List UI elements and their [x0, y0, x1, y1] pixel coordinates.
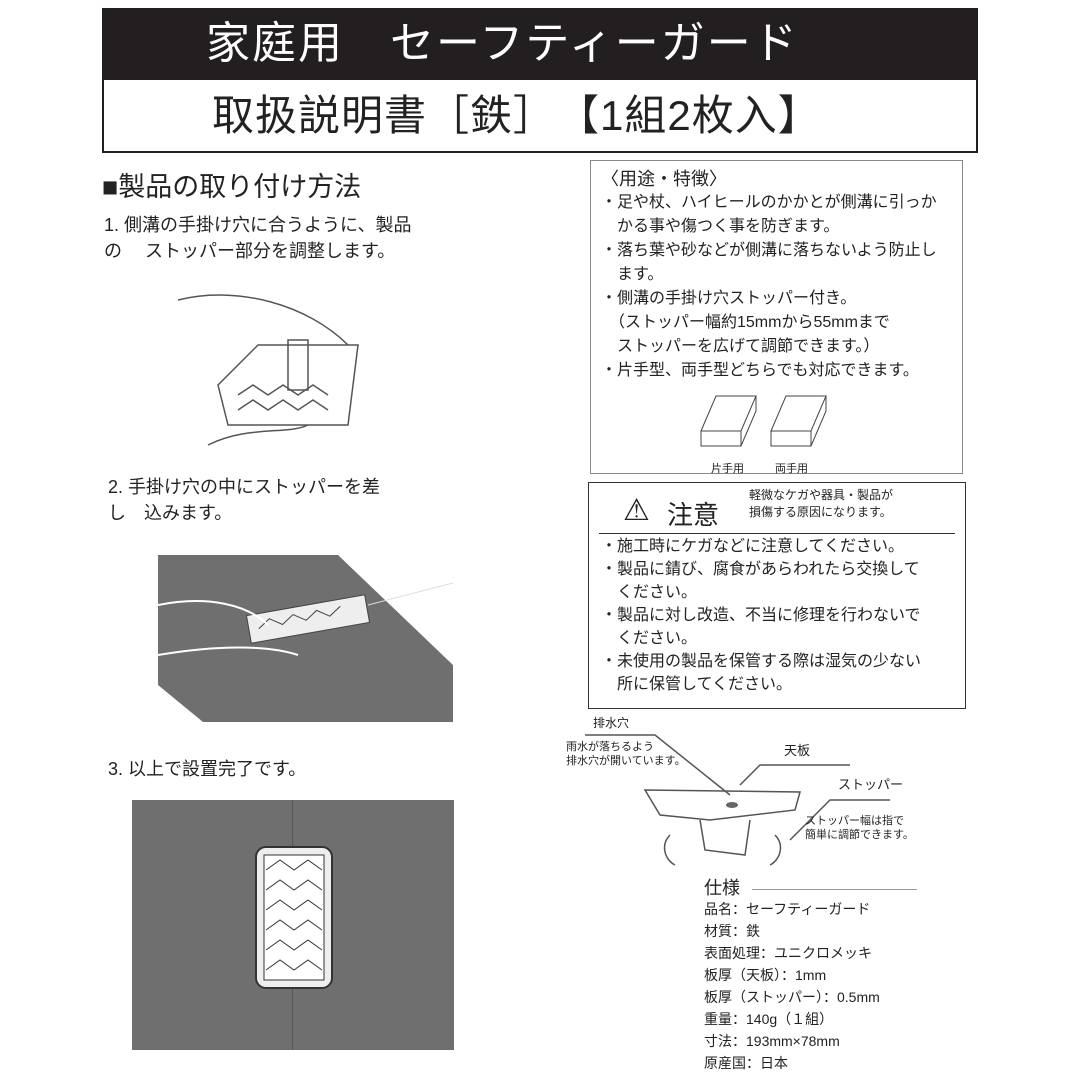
- type-one-hand: 片手用: [711, 463, 744, 475]
- caution-title: 注意: [667, 500, 720, 530]
- caution-line: ・施工時にケガなどに注意してください。: [601, 538, 905, 555]
- step-1-line: 1. 側溝の手掛け穴に合うように、製品: [104, 215, 412, 235]
- caution-note: 軽微なケガや器具・製品が 損傷する原因になります。: [749, 487, 893, 521]
- guard-types-illustration: [700, 395, 827, 447]
- product-diagram: [585, 734, 890, 866]
- caution-box: ⚠ 注意 軽微なケガや器具・製品が 損傷する原因になります。 ・施工時にケガなど…: [588, 482, 966, 709]
- caution-note-line: 軽微なケガや器具・製品が: [749, 488, 894, 502]
- spec-line: 板厚（ストッパー）：0.5mm: [704, 989, 880, 1005]
- features-heading: 〈用途・特徴〉: [601, 169, 727, 189]
- step-2-line: し 込みます。: [108, 503, 233, 523]
- feature-line: ・側溝の手掛け穴ストッパー付き。: [601, 290, 857, 307]
- type-two-hand: 両手用: [775, 463, 808, 475]
- caution-line: ・製品に錆び、腐食があらわれたら交換して: [601, 561, 920, 578]
- step-2-illustration: [158, 555, 453, 722]
- step-1: 1. 側溝の手掛け穴に合うように、製品 の ストッパー部分を調整します。: [104, 212, 411, 264]
- drain-hole-label: 排水穴: [593, 716, 630, 730]
- drain-note-line: 排水穴が開いています。: [566, 755, 686, 767]
- feature-line: ・片手型、両手型どちらでも対応できます。: [601, 362, 919, 379]
- drain-note-line: 雨水が落ちるよう: [566, 741, 654, 753]
- features-box: 〈用途・特徴〉 ・足や杖、ハイヒールのかかとが側溝に引っか かる事や傷つく事を防…: [590, 160, 963, 475]
- feature-line: （ストッパー幅約15mmから55mmまで: [601, 314, 890, 331]
- feature-line: ・足や杖、ハイヒールのかかとが側溝に引っか: [601, 194, 937, 211]
- spec-divider: [752, 889, 917, 890]
- stopper-note: ストッパー幅は指で 簡単に調節できます。: [805, 814, 914, 842]
- step-1-illustration: [178, 294, 359, 446]
- step-2-line: 2. 手掛け穴の中にストッパーを差: [108, 477, 381, 497]
- spec-line: 表面処理：ユニクロメッキ: [704, 945, 872, 961]
- divider: [599, 533, 955, 534]
- warning-icon: ⚠: [623, 494, 650, 527]
- stopper-note-line: ストッパー幅は指で: [805, 815, 904, 827]
- step-3: 3. 以上で設置完了です。: [108, 759, 307, 779]
- drain-note: 雨水が落ちるよう 排水穴が開いています。: [566, 740, 686, 768]
- caution-line: 所に保管してください。: [601, 676, 793, 693]
- caution-line: ・製品に対し改造、不当に修理を行わないで: [601, 607, 921, 624]
- spec-line: 原産国：日本: [704, 1055, 788, 1071]
- spec-line: 材質：鉄: [704, 923, 760, 939]
- caution-line: ください。: [601, 584, 698, 601]
- spec-line: 板厚（天板）：1mm: [704, 967, 827, 983]
- spec-heading: 仕様: [704, 878, 740, 898]
- title-banner: 家庭用 セーフティーガード: [102, 8, 978, 80]
- feature-line: かる事や傷つく事を防ぎます。: [601, 218, 840, 235]
- feature-line: ストッパーを広げて調節できます。）: [601, 338, 880, 355]
- subtitle-banner: 取扱説明書［鉄］ 【1組2枚入】: [102, 80, 978, 153]
- spec-line: 品名：セーフティーガード: [704, 901, 871, 917]
- step-3-illustration: [132, 800, 454, 1050]
- install-heading: ■製品の取り付け方法: [102, 172, 362, 202]
- stopper-label: ストッパー: [838, 777, 904, 792]
- spec-line: 寸法：193mm×78mm: [704, 1033, 840, 1049]
- spec-line: 重量：140g（１組）: [704, 1011, 834, 1027]
- caution-line: ・未使用の製品を保管する際は湿気の少ない: [601, 653, 922, 670]
- feature-line: ます。: [601, 266, 664, 283]
- caution-line: ください。: [601, 630, 698, 647]
- step-1-line: の ストッパー部分を調整します。: [104, 241, 396, 261]
- feature-line: ・落ち葉や砂などが側溝に落ちないよう防止し: [601, 242, 937, 259]
- top-plate-label: 天板: [784, 743, 811, 758]
- stopper-note-line: 簡単に調節できます。: [805, 829, 914, 841]
- step-2: 2. 手掛け穴の中にストッパーを差 し 込みます。: [108, 474, 380, 526]
- caution-note-line: 損傷する原因になります。: [749, 505, 892, 519]
